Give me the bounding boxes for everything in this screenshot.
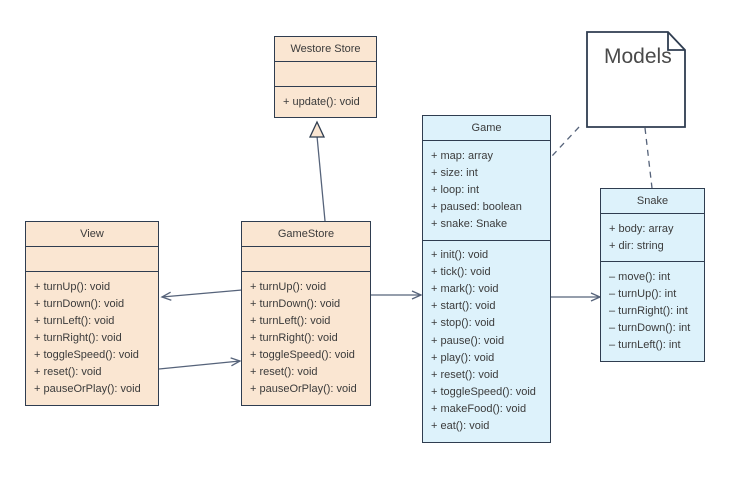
class-member: + reset(): void xyxy=(431,368,499,381)
class-member: + pause(): void xyxy=(431,334,505,347)
note-label-models: Models xyxy=(604,45,672,68)
class-member: + size: int xyxy=(431,166,478,179)
class-attributes-gamestore xyxy=(242,247,370,273)
class-member: + toggleSpeed(): void xyxy=(34,348,139,361)
class-westore-store[interactable]: Westore Store + update(): void xyxy=(274,36,377,119)
class-member: + mark(): void xyxy=(431,283,499,296)
class-member: + snake: Snake xyxy=(431,217,508,230)
class-member: – turnRight(): int xyxy=(609,304,688,317)
class-attributes-game: + map: array + size: int + loop: int + p… xyxy=(423,141,550,241)
class-methods-game: + init(): void + tick(): void + mark(): … xyxy=(423,241,550,442)
class-member: + paused: boolean xyxy=(431,200,522,213)
note-models[interactable]: Models xyxy=(586,31,686,128)
class-view[interactable]: View + turnUp(): void + turnDown(): void… xyxy=(25,221,159,406)
class-member: + pauseOrPlay(): void xyxy=(34,383,141,396)
class-member: + init(): void xyxy=(431,249,489,262)
class-member: + play(): void xyxy=(431,351,495,364)
class-member: – turnUp(): int xyxy=(609,287,677,300)
class-attributes-snake: + body: array + dir: string xyxy=(601,214,704,263)
class-methods-gamestore: + turnUp(): void + turnDown(): void + tu… xyxy=(242,272,370,405)
class-member: + reset(): void xyxy=(250,366,318,379)
edge-gamestore-to-view xyxy=(160,289,243,301)
class-member: + start(): void xyxy=(431,300,496,313)
edge-models-to-game xyxy=(551,126,580,157)
class-member: – turnDown(): int xyxy=(609,322,691,335)
class-member: + turnLeft(): void xyxy=(34,314,115,327)
class-member: + turnUp(): void xyxy=(34,280,111,293)
class-member: + turnLeft(): void xyxy=(250,314,331,327)
class-member: + toggleSpeed(): void xyxy=(250,348,355,361)
class-snake[interactable]: Snake + body: array + dir: string – move… xyxy=(600,188,705,362)
edge-view-to-gamestore xyxy=(158,357,242,370)
class-member: + toggleSpeed(): void xyxy=(431,385,536,398)
class-member: + turnRight(): void xyxy=(250,331,338,344)
class-member: + reset(): void xyxy=(34,366,102,379)
class-attributes-view xyxy=(26,247,158,273)
class-member: + turnDown(): void xyxy=(34,297,125,310)
class-title-game: Game xyxy=(423,116,550,142)
class-member: – move(): int xyxy=(609,270,671,283)
edge-models-to-snake xyxy=(644,127,653,189)
class-member: – turnLeft(): int xyxy=(609,339,681,352)
class-member: + body: array xyxy=(609,222,674,235)
class-member: + pauseOrPlay(): void xyxy=(250,383,357,396)
class-title-gamestore: GameStore xyxy=(242,222,370,248)
class-member: + dir: string xyxy=(609,239,664,252)
class-attributes-westore-store xyxy=(275,62,376,88)
class-member: + eat(): void xyxy=(431,420,490,432)
class-member: + map: array xyxy=(431,149,494,162)
class-member: + makeFood(): void xyxy=(431,402,527,415)
class-title-westore-store: Westore Store xyxy=(275,37,376,63)
class-game[interactable]: Game + map: array + size: int + loop: in… xyxy=(422,115,551,443)
class-gamestore[interactable]: GameStore + turnUp(): void + turnDown():… xyxy=(241,221,371,406)
class-methods-westore-store: + update(): void xyxy=(275,87,376,117)
class-member: + turnUp(): void xyxy=(250,280,327,293)
class-title-view: View xyxy=(26,222,158,248)
note-shape-icon xyxy=(586,31,686,128)
class-methods-view: + turnUp(): void + turnDown(): void + tu… xyxy=(26,272,158,405)
edge-gamestore-to-westore xyxy=(308,120,326,222)
class-methods-snake: – move(): int – turnUp(): int – turnRigh… xyxy=(601,262,704,360)
class-member: + stop(): void xyxy=(431,317,495,330)
class-member: + loop: int xyxy=(431,183,480,196)
class-member: + turnDown(): void xyxy=(250,297,341,310)
class-member: + update(): void xyxy=(283,95,360,108)
class-member: + tick(): void xyxy=(431,266,491,279)
class-title-snake: Snake xyxy=(601,189,704,215)
class-member: + turnRight(): void xyxy=(34,331,122,344)
